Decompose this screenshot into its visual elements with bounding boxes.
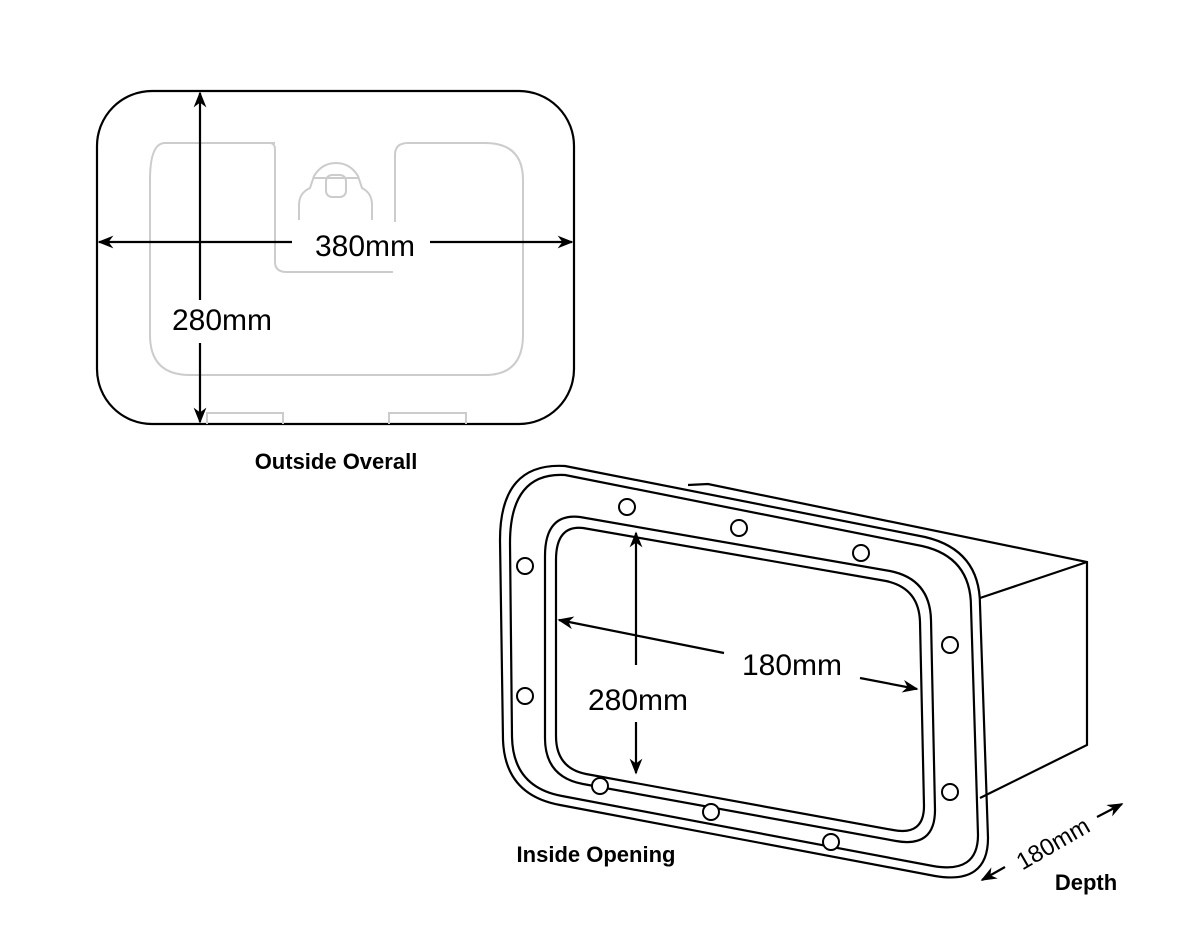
inside-width-arrow-right bbox=[859, 676, 919, 693]
flange-outer-inner-line bbox=[508, 473, 980, 869]
depth-dimension: 180mm Depth bbox=[980, 803, 1124, 895]
flange-outer bbox=[498, 464, 990, 879]
outside-view: 380mm 280mm Outside Overall bbox=[95, 89, 576, 474]
depth-arrow-left bbox=[980, 866, 1006, 881]
depth-label: 180mm bbox=[1012, 812, 1095, 875]
depth-arrow-right bbox=[1096, 803, 1124, 818]
outer-outline bbox=[95, 89, 576, 426]
lid-ghost-outline bbox=[149, 142, 524, 424]
inside-height-label: 280mm bbox=[588, 684, 688, 717]
outside-caption: Outside Overall bbox=[255, 449, 418, 474]
outside-width-label: 380mm bbox=[315, 230, 415, 263]
box-edge bbox=[979, 560, 1088, 600]
box-body bbox=[687, 482, 1089, 799]
opening-outer bbox=[543, 515, 937, 844]
inside-width-arrow-left bbox=[557, 616, 725, 655]
inside-width-label: 180mm bbox=[742, 649, 842, 682]
inside-caption: Inside Opening bbox=[517, 842, 676, 867]
opening-inner bbox=[554, 526, 926, 833]
depth-caption: Depth bbox=[1055, 870, 1117, 895]
outside-height-label: 280mm bbox=[172, 304, 272, 337]
inside-view: 180mm 280mm Inside Opening bbox=[498, 464, 1089, 879]
screw-holes bbox=[516, 498, 959, 851]
